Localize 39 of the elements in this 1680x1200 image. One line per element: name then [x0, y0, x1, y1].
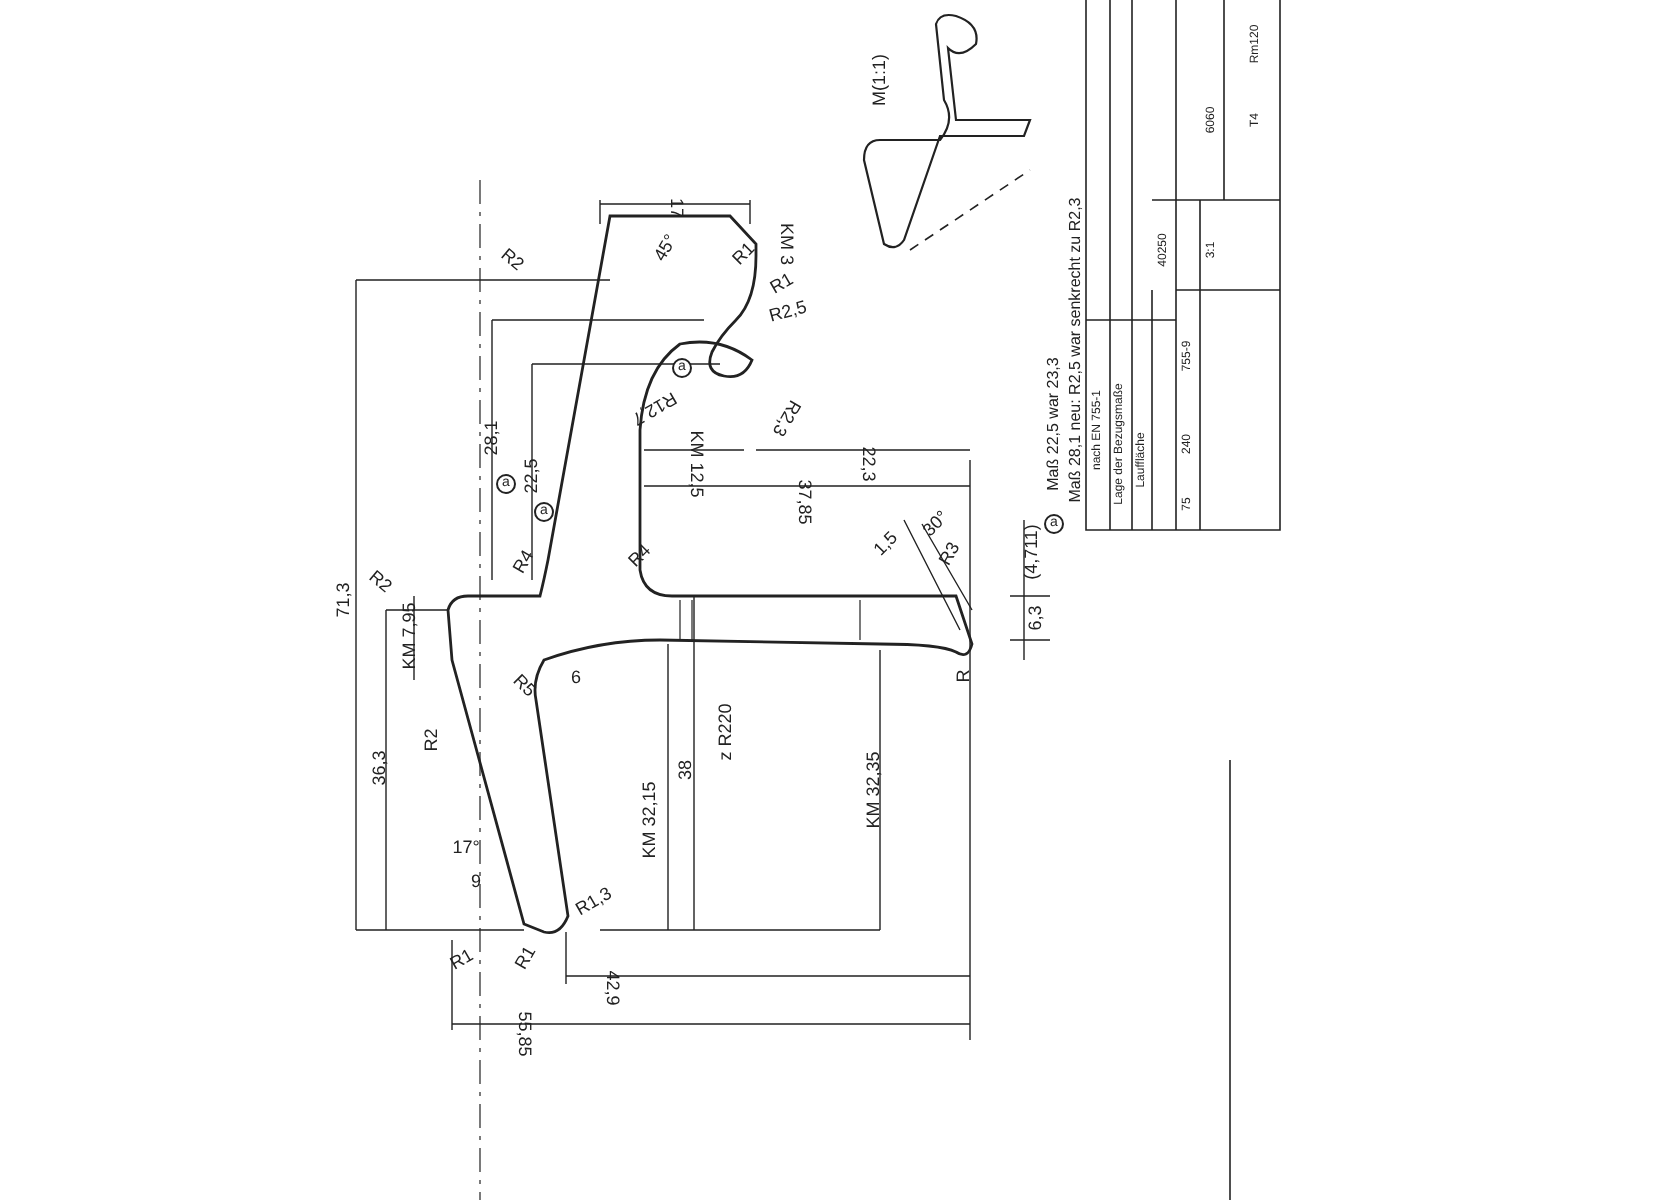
dimension-label: z R220	[717, 703, 735, 761]
dimension-label: 36,3	[371, 750, 389, 786]
dimension-label: R	[955, 669, 973, 683]
note-text: Maß 28,1 neu: R2,5 war senkrecht zu R2,3	[1068, 197, 1084, 503]
dimension-label: KM 3	[777, 223, 795, 265]
dimension-label: 6	[571, 669, 581, 687]
dimension-label: R2	[365, 567, 395, 597]
note-text: Maß 22,5 war 23,3	[1046, 357, 1062, 491]
dimension-label: R1	[729, 239, 759, 269]
dimension-label: 6,3	[1027, 605, 1045, 631]
dimension-label: 9	[471, 873, 481, 891]
dimension-label: 37,85	[795, 479, 813, 525]
dimension-label: 71,3	[335, 582, 353, 618]
dimension-label: 30°	[920, 508, 952, 540]
dimension-label: R1	[447, 946, 477, 974]
dimension-label: R1	[767, 270, 797, 298]
dimension-label: 55,85	[515, 1011, 533, 1057]
dimension-label: R3	[936, 539, 964, 569]
dimension-label: 42,9	[603, 970, 621, 1006]
dimension-label: R4	[510, 547, 538, 577]
dimension-label: R2	[497, 245, 527, 275]
dimension-label: 45°	[651, 231, 681, 265]
dimension-label: 38	[677, 760, 695, 780]
scale-label: M(1:1)	[871, 54, 889, 106]
dimension-label: 22,3	[859, 446, 877, 482]
dimension-label: KM 32,15	[641, 781, 659, 859]
dimension-label: 28,1	[483, 420, 501, 456]
dimension-label: KM 12,5	[687, 430, 705, 498]
dimension-label: R2	[423, 728, 441, 752]
dimension-label: (4,711)	[1023, 524, 1041, 580]
dimension-label: 1,5	[870, 528, 902, 560]
dimension-label: R5	[509, 671, 539, 701]
dimension-label: R1,3	[573, 884, 615, 920]
dimension-label: 17°	[452, 839, 480, 857]
dimension-label: R2,5	[767, 298, 809, 326]
dimension-label: R1	[512, 943, 540, 973]
dimension-label: KM 32,35	[865, 751, 883, 829]
dimension-label: KM 7,95	[401, 602, 419, 670]
dimension-label: 22,5	[523, 458, 541, 494]
